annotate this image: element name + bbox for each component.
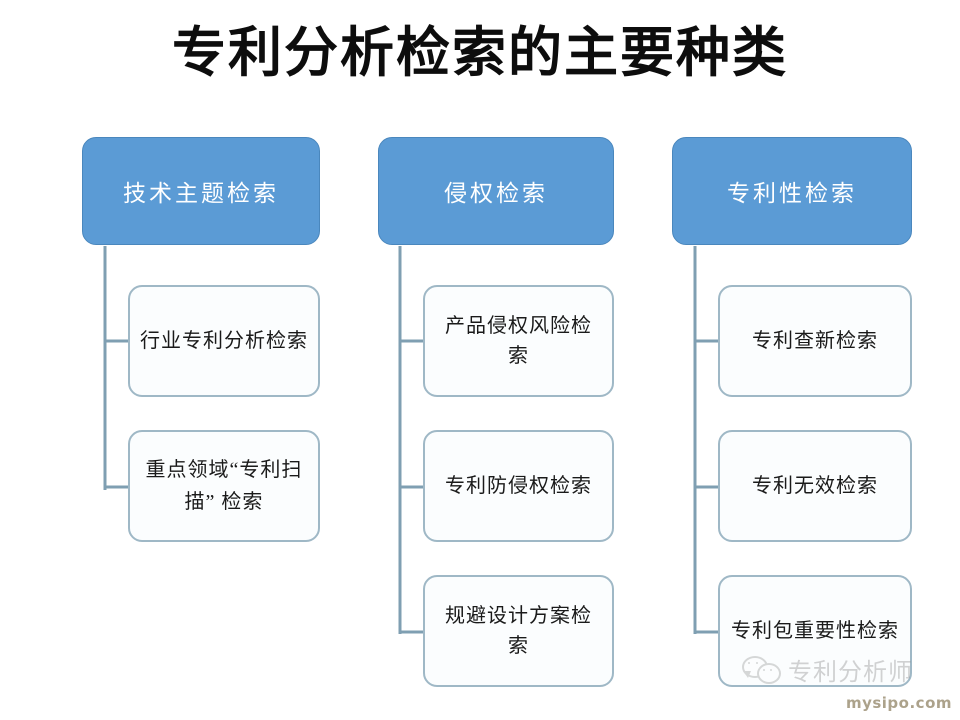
watermark-account-name: 专利分析师: [788, 658, 913, 686]
watermark: 专利分析师 mysipo.com: [732, 652, 952, 714]
child-box-label: 专利查新检索: [752, 330, 878, 352]
header-box-infringement[interactable]: 侵权检索: [378, 137, 614, 245]
child-box-line-2: 描” 检索: [184, 491, 264, 513]
child-box-design-around[interactable]: 规避设计方案检索: [423, 575, 614, 687]
header-box-patentability[interactable]: 专利性检索: [672, 137, 912, 245]
watermark-url: mysipo.com: [845, 694, 952, 712]
header-box-technical-topic[interactable]: 技术主题检索: [82, 137, 320, 245]
child-box-label: 专利防侵权检索: [445, 475, 592, 497]
child-box-label: 规避设计方案检索: [445, 605, 592, 657]
child-box-line-1: 重点领域“专利扫: [145, 459, 303, 481]
wechat-bubbles-icon: [742, 655, 782, 684]
child-box-label: 专利包重要性检索: [731, 620, 899, 642]
page-title: 专利分析检索的主要种类: [172, 21, 788, 84]
child-box-industry-patent-analysis[interactable]: 行业专利分析检索: [128, 285, 320, 397]
child-box-label: 专利无效检索: [752, 475, 878, 497]
header-box-label: 专利性检索: [727, 181, 857, 207]
child-box-label: 重点领域“专利扫 描” 检索: [146, 454, 303, 518]
child-box-label: 行业专利分析检索: [140, 330, 308, 352]
child-box-novelty-search[interactable]: 专利查新检索: [718, 285, 912, 397]
child-box-label: 产品侵权风险检索: [445, 315, 592, 367]
header-box-label: 技术主题检索: [123, 181, 279, 207]
child-box-key-field-patent-scan[interactable]: 重点领域“专利扫 描” 检索: [128, 430, 320, 542]
child-box-anti-infringement[interactable]: 专利防侵权检索: [423, 430, 614, 542]
child-box-invalidation-search[interactable]: 专利无效检索: [718, 430, 912, 542]
child-box-product-infringement-risk[interactable]: 产品侵权风险检索: [423, 285, 614, 397]
header-box-label: 侵权检索: [444, 181, 548, 207]
watermark-account-row: 专利分析师: [742, 652, 913, 687]
